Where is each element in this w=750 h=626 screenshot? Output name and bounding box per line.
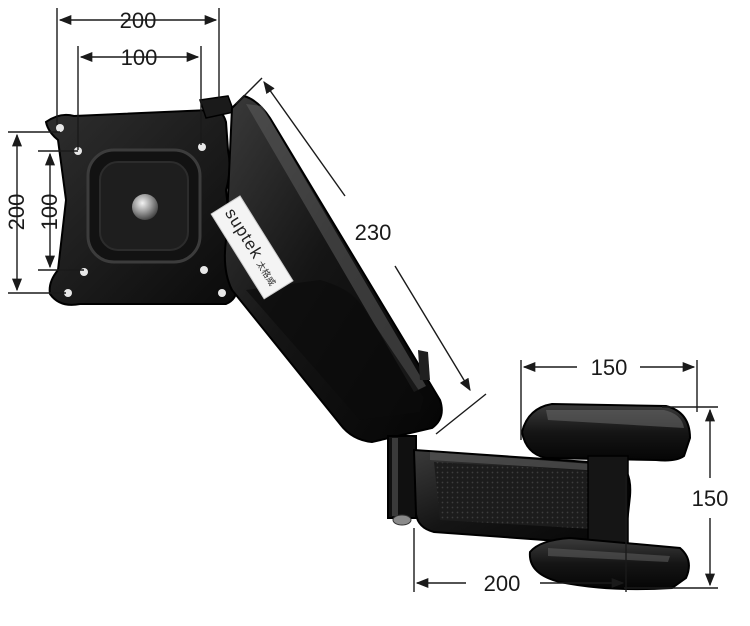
dim-plate-inner-width: 100 [121,45,158,70]
pivot-post [387,435,417,526]
mount-hole [64,289,72,297]
lower-arm [412,448,632,546]
dim-arm-length: 230 [355,220,392,245]
dim-plate-outer-height: 200 [4,194,29,231]
dim-plate-inner-height: 100 [37,194,62,231]
dimension-lines [8,8,718,592]
mount-hole [56,124,64,132]
dim-plate-outer-width: 200 [120,8,157,33]
upper-arm: suptek 太格威 [210,94,443,444]
mount-hole [80,268,88,276]
mount-hole [218,289,226,297]
dim-clamp-height: 150 [692,486,729,511]
center-knob [132,194,158,220]
mount-hole [200,266,208,274]
dim-clamp-width: 150 [591,355,628,380]
mount-hole [198,143,206,151]
dim-base-depth: 200 [484,571,521,596]
vesa-plate [44,95,238,306]
dimension-labels: 200 100 200 100 230 150 150 200 [4,8,728,596]
